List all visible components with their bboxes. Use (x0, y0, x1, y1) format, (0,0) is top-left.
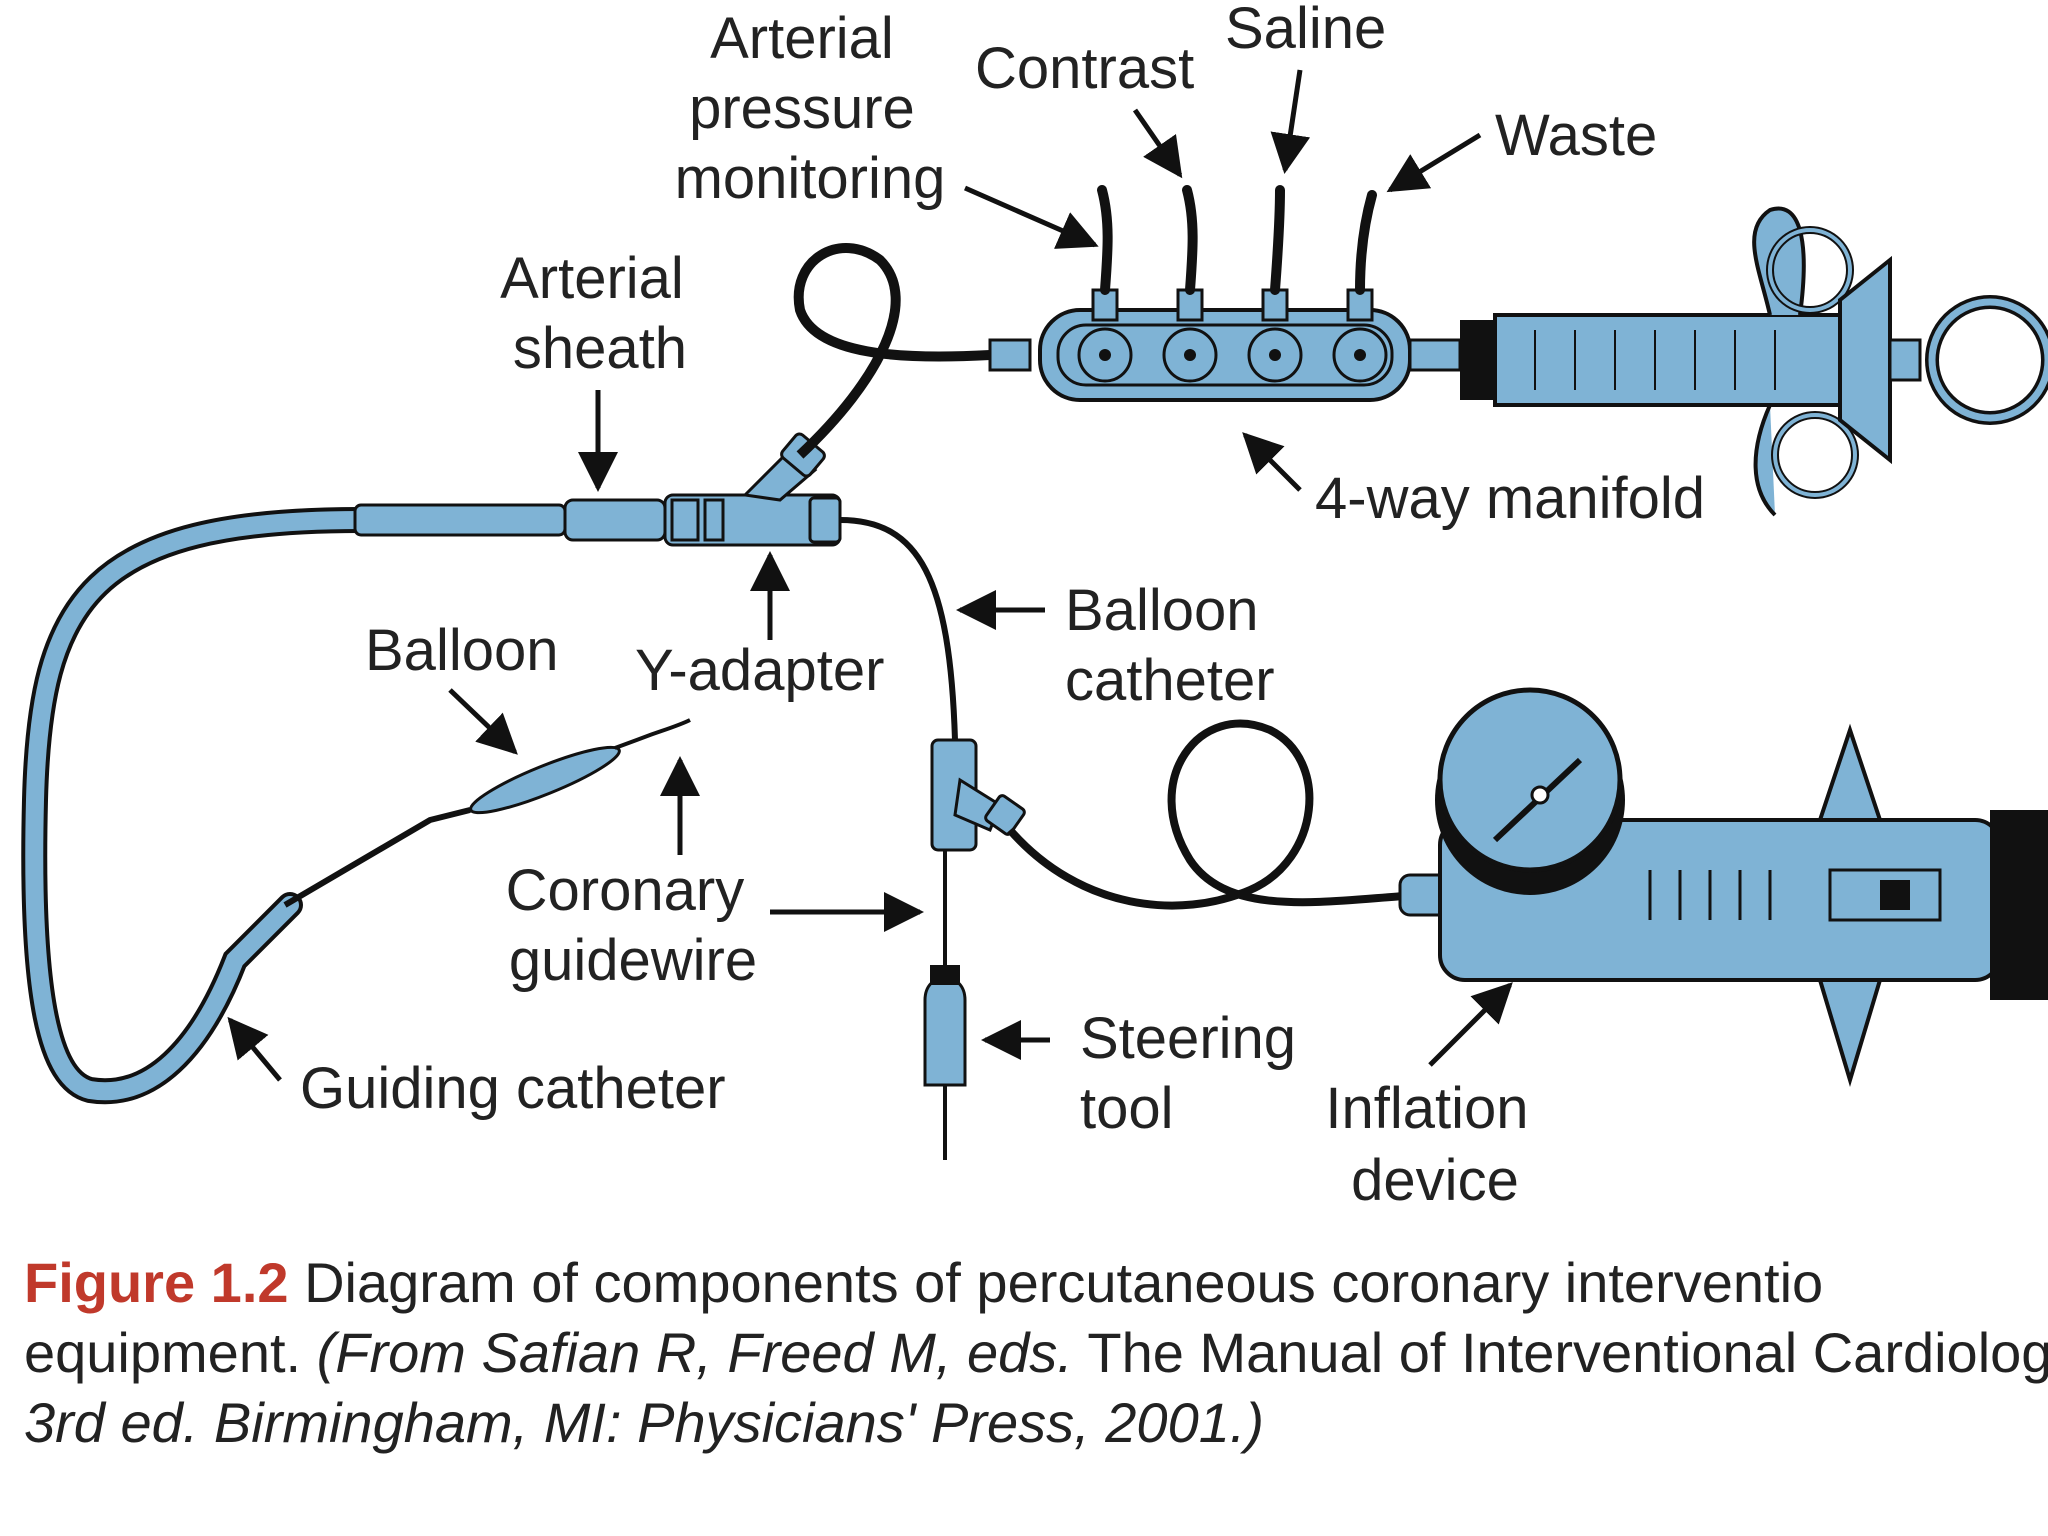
arrow-contrast (1132, 108, 1183, 179)
label-contrast: Contrast (975, 36, 1194, 101)
balloon-catheter-shaft (839, 517, 958, 741)
arrow-arterial-pressure (963, 185, 1099, 249)
arrow-balloon (448, 688, 518, 755)
arrow-guiding-catheter (227, 1016, 282, 1082)
inflation-device (1398, 687, 2048, 1087)
stopcock-2 (1162, 288, 1218, 383)
steering-tool (923, 965, 967, 1087)
label-waste: Waste (1495, 103, 1657, 168)
figure-label: Figure 1.2 (24, 1251, 289, 1314)
stopcock-4 (1332, 288, 1388, 383)
label-steering-tool: Steering tool (1080, 1006, 1312, 1141)
label-guiding-catheter: Guiding catheter (300, 1056, 726, 1121)
label-saline: Saline (1225, 0, 1386, 61)
pressure-gauge (1437, 687, 1623, 873)
arterial-sheath (353, 498, 667, 542)
inflation-tubing (1006, 719, 1421, 910)
label-balloon: Balloon (365, 618, 558, 683)
four-way-manifold (988, 288, 1462, 402)
label-y-adapter: Y-adapter (635, 638, 884, 703)
caption-book-title: The Manual of Interventional Cardiology (1072, 1321, 2048, 1384)
manifold-tubes (1097, 185, 1377, 295)
pressure-tubing (793, 243, 991, 459)
y-adapter (663, 432, 842, 547)
arrow-manifold (1242, 432, 1302, 492)
syringe (1460, 206, 2048, 517)
label-arterial-pressure: Arterial pressure monitoring (675, 6, 946, 211)
arrow-inflation-device (1428, 982, 1513, 1067)
caption-citation-italic: (From Safian R, Freed M, eds. (316, 1321, 1073, 1384)
balloon (283, 718, 691, 908)
figure-caption: Figure 1.2 Diagram of components of perc… (24, 1248, 2048, 1478)
guiding-catheter (21, 507, 673, 1105)
stopcock-1 (1077, 288, 1133, 383)
caption-line-3: 3rd ed. Birmingham, MI: Physicians' Pres… (24, 1391, 1265, 1454)
arrow-saline (1270, 69, 1311, 174)
caption-line-2: equipment. (From Safian R, Freed M, eds.… (24, 1318, 2048, 1388)
stopcock-3 (1247, 288, 1303, 383)
label-inflation-device: Inflation device (1325, 1076, 1544, 1213)
caption-text-1: Diagram of components of percutaneous co… (304, 1251, 1824, 1314)
label-coronary-guidewire: Coronary guidewire (506, 858, 761, 993)
lower-y-connector (930, 738, 1026, 852)
arrow-waste (1386, 132, 1482, 193)
caption-line-1: Figure 1.2 Diagram of components of perc… (24, 1248, 2048, 1318)
label-arterial-sheath: Arterial sheath (500, 246, 700, 381)
label-balloon-catheter: Balloon catheter (1065, 578, 1275, 713)
label-manifold: 4-way manifold (1315, 466, 1705, 531)
caption-text-2a: equipment. (24, 1321, 317, 1384)
